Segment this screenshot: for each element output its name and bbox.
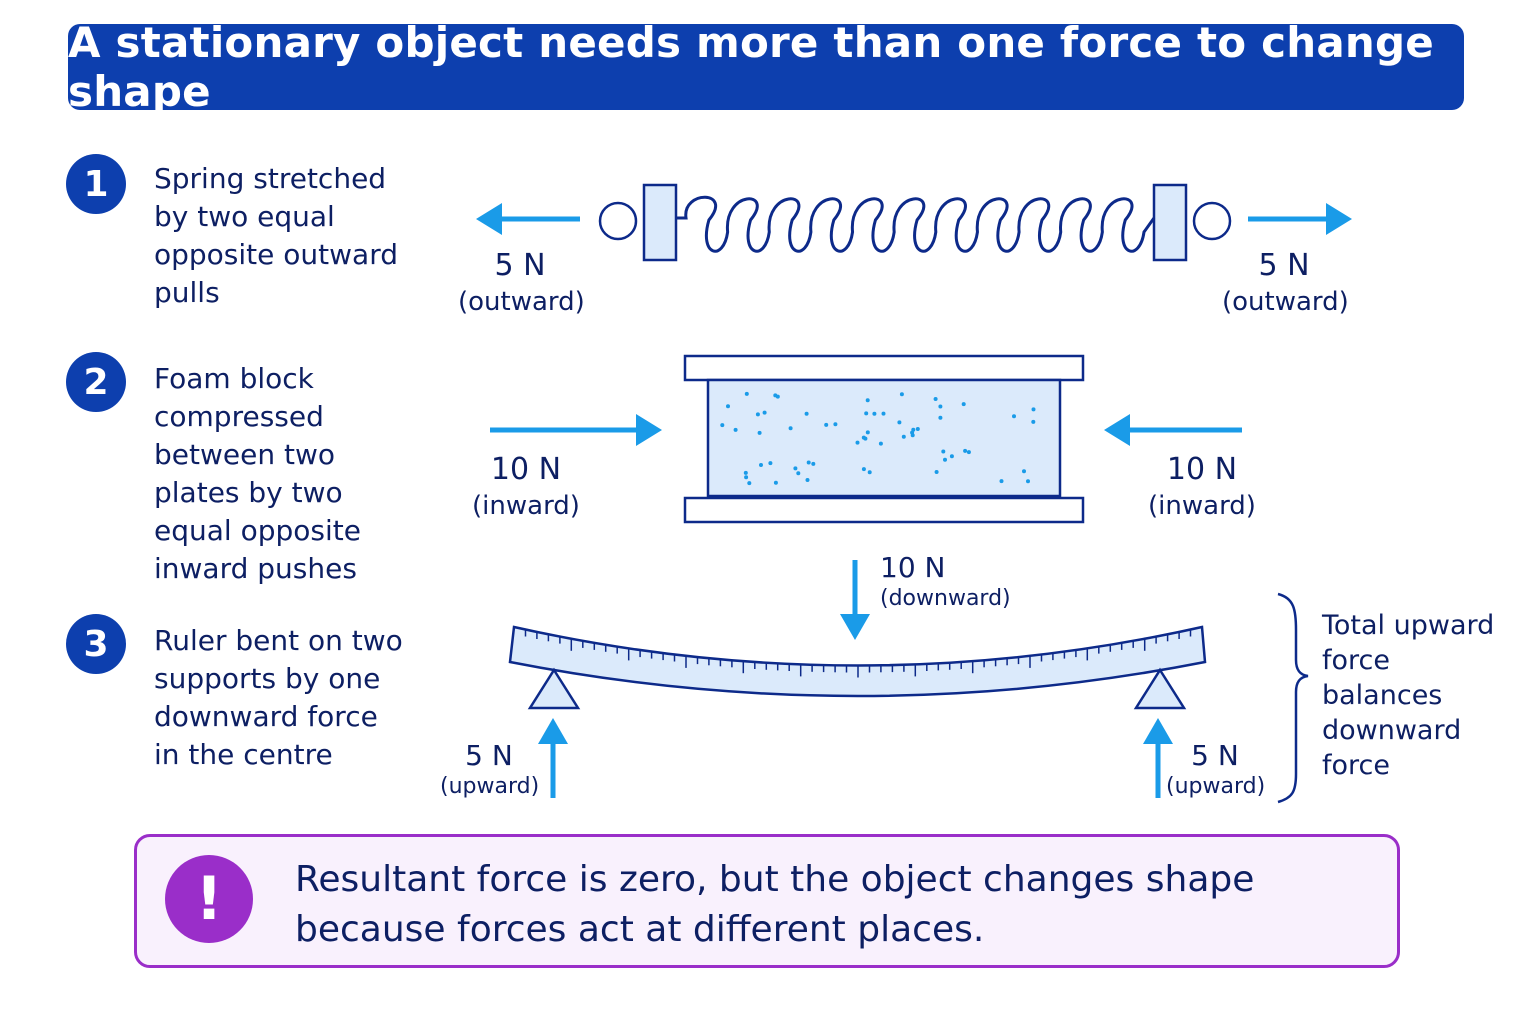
foam-dot [762,410,767,415]
foam-dot [757,430,762,435]
spring-right-arrow [1248,203,1352,235]
callout-text: Resultant force is zero, but the object … [295,859,1255,950]
foam-right-label: 10 N (inward) [1148,452,1256,521]
title-bar: A stationary object needs more than one … [68,18,1464,116]
step-1-badge: 1 [66,154,126,214]
foam-dot [865,430,870,435]
foam-dot [864,411,869,416]
foam-dot [744,391,749,396]
spring-right-label: 5 N (outward) [1222,248,1349,317]
left-support-up-arrow [538,718,568,798]
foam-top-plate [683,354,1085,382]
step-2-text: Foam block compressed between two plates… [154,362,361,585]
foam-dot [811,461,816,466]
step-1-text: Spring stretched by two equal opposite o… [154,162,398,309]
balance-note: Total upward force balances downward for… [1322,610,1495,781]
foam-dot [806,460,811,465]
callout-box: ! Resultant force is zero, but the objec… [134,834,1400,968]
foam-bottom-plate [683,496,1085,524]
foam-dot [733,427,738,432]
right-support-up-arrow [1143,718,1173,798]
foam-dot [805,478,810,482]
foam-dot [878,441,883,446]
foam-dot [934,470,939,474]
foam-block [706,378,1062,498]
foam-dot [773,480,778,485]
page-title: A stationary object needs more than one … [68,18,1434,116]
foam-dot [861,467,866,472]
foam-dot [793,466,798,471]
foam-dot [949,454,954,459]
foam-dot [773,393,778,398]
foam-dot [743,470,748,475]
right-support-label: 5 N (upward) [1166,739,1266,800]
foam-dot [747,481,752,486]
foam-dot [861,435,866,440]
foam-dot [941,449,946,454]
foam-dot [804,411,809,416]
foam-dot [933,397,938,401]
ruler [508,625,1207,698]
foam-dot [872,411,877,416]
foam-dot [726,404,730,409]
foam-left-label: 10 N (inward) [472,452,580,521]
foam-dot [759,463,763,467]
exclamation-icon: ! [165,855,253,943]
spring-left-label: 5 N (outward) [458,248,585,317]
ruler-down-label: 10 N (downward) [880,551,1011,612]
foam-assembly [683,354,1085,524]
foam-dot [768,461,773,466]
foam-dot [855,440,860,445]
foam-dot [824,422,829,427]
spring-left-block [642,183,678,262]
foam-dot [897,420,902,425]
foam-dot [755,412,760,417]
foam-dot [999,479,1004,484]
foam-right-arrow [1104,414,1242,446]
ruler-ticks [524,629,1192,678]
spring-right-hook [1192,201,1232,241]
spring-assembly [598,183,1232,262]
ruler-down-arrow [840,560,870,640]
note-brace [1277,592,1309,804]
spring-left-arrow [476,203,580,235]
left-support-label: 5 N (upward) [440,739,540,800]
foam-dot [1031,419,1036,424]
spring-coil [676,195,1156,253]
foam-dot [1022,469,1026,474]
spring-left-hook [598,201,638,241]
foam-dot [788,426,793,431]
foam-dots [720,391,1036,486]
foam-dot [867,470,872,475]
foam-dot [938,404,943,409]
foam-dot [1012,414,1016,419]
foam-dot [796,471,801,476]
foam-dot [966,450,971,455]
step-2-badge: 2 [66,352,126,412]
foam-dot [899,392,904,397]
step-3-text: Ruler bent on two supports by one downwa… [154,624,403,771]
foam-dot [865,398,870,403]
foam-dot [901,434,906,439]
step-3-badge: 3 [66,614,126,674]
foam-dot [963,448,968,453]
left-support [527,667,581,710]
foam-dot [720,423,725,428]
foam-dot [881,411,886,416]
foam-dot [1026,479,1030,484]
foam-dot [961,402,966,407]
foam-dot [910,433,915,438]
foam-dot [833,422,838,427]
right-support [1133,667,1187,710]
ruler-assembly [508,625,1207,710]
foam-dot [1031,407,1036,412]
foam-dot [943,457,947,462]
foam-left-arrow [490,414,662,446]
foam-dot [938,415,943,420]
spring-right-block [1152,183,1188,262]
foam-dot [915,427,920,431]
foam-dot [744,475,749,480]
